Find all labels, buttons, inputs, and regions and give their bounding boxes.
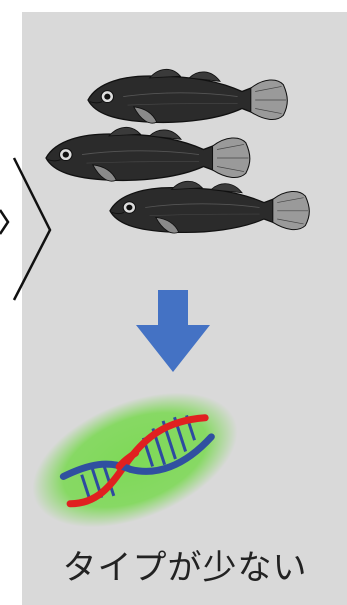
caption-text: タイプが少ない [30, 548, 340, 588]
glow-ellipse [13, 366, 257, 554]
